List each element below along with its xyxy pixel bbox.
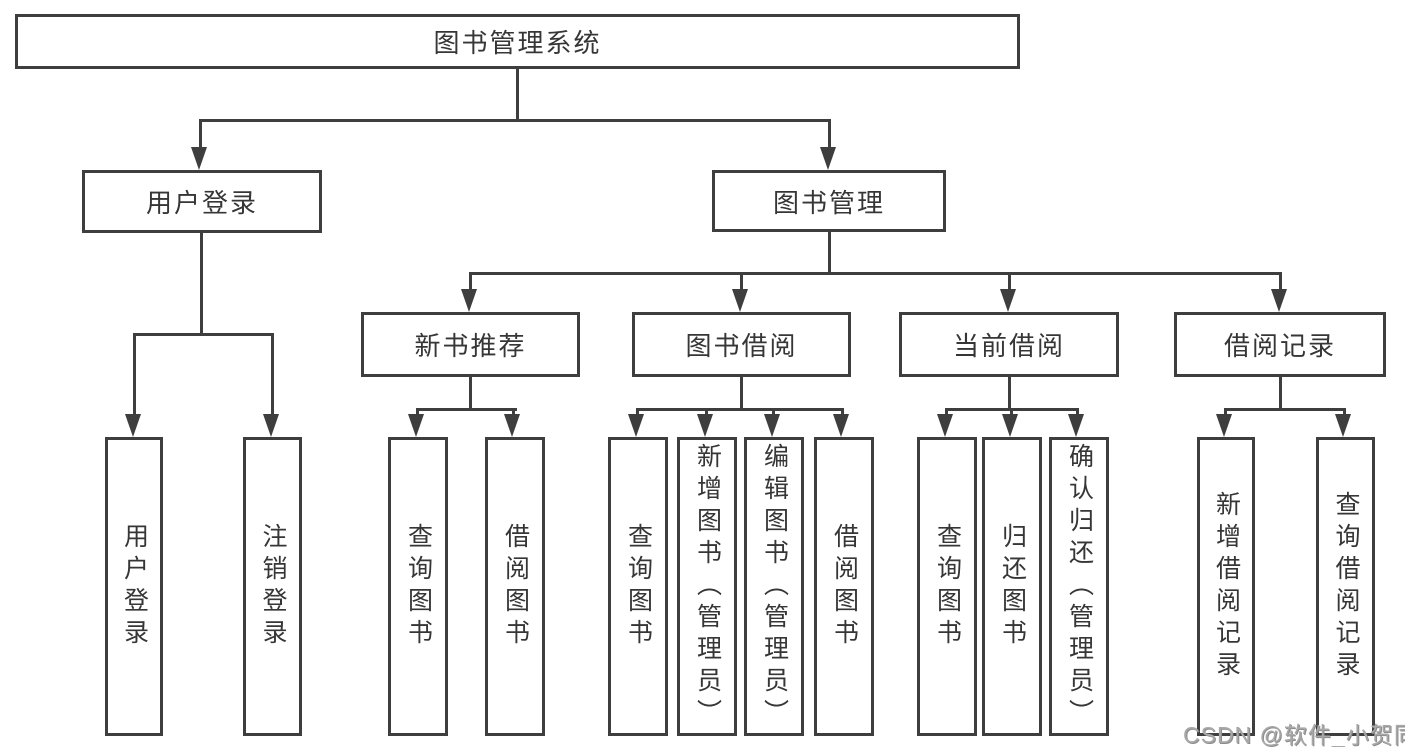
arrow-down-icon — [408, 414, 424, 437]
arrow-down-icon — [1002, 414, 1018, 437]
connector-new-book-rec-stem — [469, 377, 472, 411]
connector-root-split — [199, 119, 831, 122]
node-book-management: 图书管理 — [712, 170, 946, 232]
arrow-down-icon — [191, 147, 207, 170]
arrow-down-icon — [732, 289, 748, 312]
leaf-borrow-books-recommend: 借阅图书 — [485, 437, 545, 736]
arrow-down-icon — [1068, 414, 1084, 437]
connector-root-stem — [516, 69, 519, 121]
connector-book-mgmt-stem — [828, 232, 831, 275]
node-label: 借阅图书 — [830, 522, 859, 651]
arrow-down-icon — [764, 414, 780, 437]
node-label: 用户登录 — [145, 188, 258, 218]
node-label: 新增借阅记录 — [1212, 490, 1241, 683]
connector-to-leaf — [1076, 408, 1079, 416]
connector-to-book-borrow — [740, 272, 743, 290]
connector-to-borrow-records — [1279, 272, 1282, 290]
node-label: 查询借阅记录 — [1332, 490, 1360, 683]
leaf-query-borrow-record: 查询借阅记录 — [1316, 437, 1375, 736]
connector-root-to-user-login — [199, 119, 202, 147]
arrow-down-icon — [1000, 289, 1016, 312]
leaf-logout: 注销登录 — [243, 437, 302, 736]
arrow-down-icon — [461, 289, 477, 312]
leaf-query-books-borrow: 查询图书 — [608, 437, 668, 736]
node-label: 查询图书 — [404, 522, 433, 651]
connector-borrow-records-split — [1224, 408, 1346, 411]
connector-to-leaf — [841, 408, 844, 416]
arrow-down-icon — [628, 414, 644, 437]
arrow-down-icon — [833, 414, 849, 437]
node-user-login: 用户登录 — [82, 170, 322, 233]
connector-user-login-split — [133, 333, 273, 336]
arrow-down-icon — [263, 414, 279, 437]
arrow-down-icon — [125, 414, 141, 437]
node-label: 图书借阅 — [685, 331, 798, 361]
connector-book-borrow-stem — [740, 377, 743, 411]
node-label: 编辑图书（管理员） — [760, 442, 789, 731]
node-label: 查询图书 — [624, 522, 653, 651]
connector-to-leaf — [1343, 408, 1346, 416]
connector-to-leaf — [1224, 408, 1227, 416]
node-label: 图书管理系统 — [433, 28, 602, 58]
node-book-borrowing: 图书借阅 — [632, 312, 851, 377]
leaf-user-login: 用户登录 — [105, 437, 163, 736]
leaf-add-books-admin: 新增图书（管理员） — [677, 437, 737, 736]
node-label: 当前借阅 — [952, 331, 1065, 361]
node-label: 查询图书 — [933, 522, 962, 651]
arrow-down-icon — [1271, 289, 1287, 312]
leaf-add-borrow-record: 新增借阅记录 — [1197, 437, 1255, 736]
connector-to-current-borrow — [1008, 272, 1011, 290]
leaf-confirm-return-admin: 确认归还（管理员） — [1049, 437, 1109, 736]
leaf-borrow-books: 借阅图书 — [814, 437, 874, 736]
node-borrowing-records: 借阅记录 — [1174, 312, 1386, 377]
connector-user-login-stem — [200, 233, 203, 336]
csdn-watermark: CSDN @软件_小贺同学 — [1183, 722, 1405, 747]
connector-to-leaf — [512, 408, 515, 416]
connector-to-leaf-user-login — [133, 333, 136, 414]
node-label: 注销登录 — [259, 522, 287, 651]
node-label: 确认归还（管理员） — [1065, 442, 1094, 731]
connector-to-leaf — [636, 408, 639, 416]
connector-to-leaf — [945, 408, 948, 416]
leaf-query-books-current: 查询图书 — [917, 437, 977, 736]
connector-to-leaf-logout — [271, 333, 274, 414]
arrow-down-icon — [820, 147, 836, 170]
node-label: 用户登录 — [120, 522, 149, 651]
leaf-return-books: 归还图书 — [982, 437, 1042, 736]
arrow-down-icon — [504, 414, 520, 437]
node-new-book-recommendation: 新书推荐 — [361, 312, 580, 377]
connector-book-borrow-split — [636, 408, 844, 411]
arrow-down-icon — [937, 414, 953, 437]
connector-to-leaf — [416, 408, 419, 416]
node-label: 归还图书 — [998, 522, 1027, 651]
connector-new-book-rec-split — [416, 408, 517, 411]
node-label: 新增图书（管理员） — [693, 442, 722, 731]
leaf-edit-books-admin: 编辑图书（管理员） — [744, 437, 804, 736]
connector-current-borrow-stem — [1008, 377, 1011, 411]
arrow-down-icon — [697, 414, 713, 437]
leaf-query-books-recommend: 查询图书 — [388, 437, 448, 736]
connector-borrow-records-stem — [1279, 377, 1282, 411]
connector-to-new-book-rec — [469, 272, 472, 290]
arrow-down-icon — [1335, 414, 1351, 437]
arrow-down-icon — [1216, 414, 1232, 437]
node-current-borrowing: 当前借阅 — [899, 312, 1119, 377]
connector-root-to-book-mgmt — [828, 119, 831, 147]
connector-book-mgmt-split — [469, 272, 1282, 275]
node-label: 新书推荐 — [414, 331, 527, 361]
connector-to-leaf — [705, 408, 708, 416]
node-root-library-management-system: 图书管理系统 — [15, 14, 1020, 69]
node-label: 借阅图书 — [501, 522, 530, 651]
connector-to-leaf — [772, 408, 775, 416]
connector-to-leaf — [1010, 408, 1013, 416]
node-label: 借阅记录 — [1223, 331, 1336, 361]
node-label: 图书管理 — [772, 187, 885, 218]
